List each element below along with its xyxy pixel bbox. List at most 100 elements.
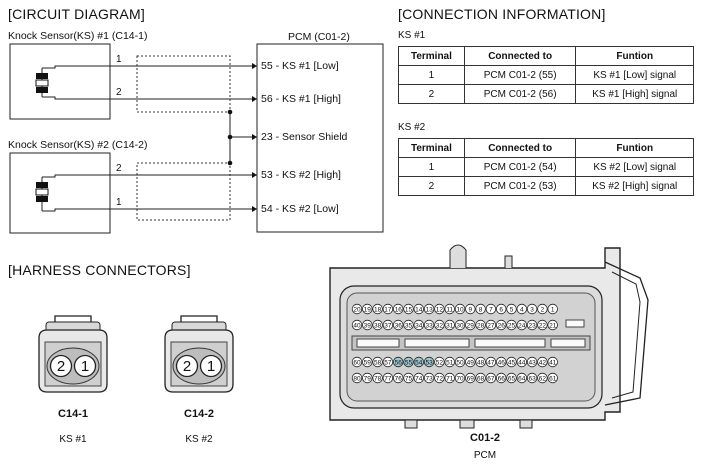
pcm-pin-number: 67 (487, 376, 495, 383)
shield-junction-bottom (227, 160, 233, 166)
pcm-pin-number: 76 (395, 376, 403, 383)
table-cell: KS #2 [High] signal (575, 176, 694, 196)
ks2-wire-2-inner (42, 174, 110, 178)
pcm-pin-number: 38 (374, 323, 382, 330)
pcm-pin-circle (537, 356, 548, 368)
pcm-pin-circle (393, 303, 404, 315)
pcm-pin-number: 68 (477, 376, 485, 383)
c14-2-pin-label: 1 (206, 358, 216, 375)
pcm-pin-number: 18 (374, 307, 382, 314)
ks1-wire-1-inner (42, 65, 110, 69)
pcm-pin-circle (516, 356, 528, 368)
pcm-pin-circle (444, 303, 455, 315)
pcm-pin-number: 75 (405, 376, 413, 383)
pcm-pin-number: 42 (539, 360, 547, 367)
pcm-pin-circle (496, 319, 507, 331)
ks2-connection-table: Terminal Connected to Funtion 1 PCM C01-… (398, 138, 694, 196)
pcm-pin-number: 41 (549, 360, 557, 367)
pcm-pin-number: 56 (395, 360, 403, 367)
pcm-pin-circle (516, 303, 528, 315)
table-header: Terminal (398, 46, 465, 66)
c14-2-name: C14-2 (184, 408, 214, 420)
table-header: Connected to (463, 46, 577, 66)
pcm-pin-circle (454, 356, 466, 368)
pcm-pin-number: 66 (498, 376, 506, 383)
pcm-pin-number: 64 (518, 376, 526, 383)
c14-2-connector-icon (164, 315, 234, 393)
pcm-pin-circle (382, 372, 394, 384)
pcm-pin-circle (423, 372, 435, 384)
pcm-pin-number: 31 (446, 323, 454, 330)
pcm-pin-circle (516, 372, 528, 384)
pcm-pin-number: 61 (549, 376, 557, 383)
pcm-pin-circle (547, 372, 558, 384)
ks2-label: Knock Sensor(KS) #2 (C14-2) (8, 139, 148, 151)
pcm-pin-number: 78 (374, 376, 382, 383)
pcm-pin-number: 29 (467, 323, 475, 330)
pcm-pin-circle (372, 319, 383, 331)
pcm-pin-circle (393, 319, 404, 331)
ks2-box (9, 152, 111, 234)
pcm-pin-number: 6 (499, 307, 503, 314)
pcm-pin-circle (496, 356, 507, 368)
pcm-pin-number: 72 (436, 376, 444, 383)
pcm-pin-circle (413, 303, 425, 315)
pcm-pin-circle (526, 303, 538, 315)
pcm-pin-number: 20 (353, 307, 361, 314)
table-header: Connected to (463, 138, 577, 158)
c14-2-desc: KS #2 (185, 434, 213, 445)
pcm-pin-circle (423, 356, 435, 368)
pcm-pin-number: 3 (530, 307, 534, 314)
pcm-pin-number: 70 (456, 376, 464, 383)
table-cell: 2 (398, 84, 465, 104)
pcm-pin-number: 73 (425, 376, 433, 383)
pcm-pin-number: 48 (477, 360, 485, 367)
ks2-sensor-icon (35, 177, 49, 211)
pcm-pin-circle (454, 372, 466, 384)
pcm-pin-circle (547, 303, 558, 315)
pcm-pin-circle (413, 372, 425, 384)
pcm-pin-number: 50 (456, 360, 464, 367)
pcm-pin-number: 15 (405, 307, 413, 314)
pcm-pin-circle (423, 319, 435, 331)
pcm-pin-circle (362, 372, 373, 384)
table-cell: 2 (398, 176, 465, 196)
pcm-pin-number: 17 (384, 307, 392, 314)
pcm-pin-number: 44 (518, 360, 526, 367)
pcm-pin-circle (506, 372, 517, 384)
pcm-pin-circle (351, 303, 363, 315)
pcm-pin-circle (434, 356, 445, 368)
table-header: Funtion (575, 138, 694, 158)
pcm-pin-circle (382, 356, 394, 368)
pcm-pin-number: 19 (364, 307, 372, 314)
pcm-pin-circle (434, 319, 445, 331)
pcm-pin-number: 26 (498, 323, 506, 330)
pcm-pin-circle (393, 356, 404, 368)
ks1-wire-2-inner (42, 96, 110, 100)
pcm-pin-circle (372, 356, 383, 368)
table-cell: PCM C01-2 (54) (463, 157, 577, 177)
pcm-pin-number: 14 (415, 307, 423, 314)
shield-junction-top (227, 109, 233, 115)
pcm-pin-number: 46 (498, 360, 506, 367)
pcm-pin-number: 21 (549, 323, 557, 330)
table-row: 2 PCM C01-2 (53) KS #2 [High] signal (398, 176, 694, 196)
pcm-pin-number: 1 (551, 307, 555, 314)
ks1-sensor-icon (35, 68, 49, 97)
pcm-pin-circle (393, 372, 404, 384)
pcm-pin-number: 4 (520, 307, 524, 314)
c01-2-name: C01-2 (470, 432, 500, 444)
c01-2-desc: PCM (473, 450, 497, 461)
pcm-pin-circle (547, 356, 558, 368)
pcm-pin-number: 7 (489, 307, 493, 314)
pcm-pin-circle (465, 319, 476, 331)
pcm-pin-number: 22 (539, 323, 547, 330)
pcm-pin-circle (454, 319, 466, 331)
c01-2-connector-icon (329, 244, 649, 429)
pcm-pin-circle (454, 303, 466, 315)
pcm-pin-circle (537, 319, 548, 331)
pcm-pin-number: 49 (467, 360, 475, 367)
pcm-pin-number: 43 (528, 360, 536, 367)
